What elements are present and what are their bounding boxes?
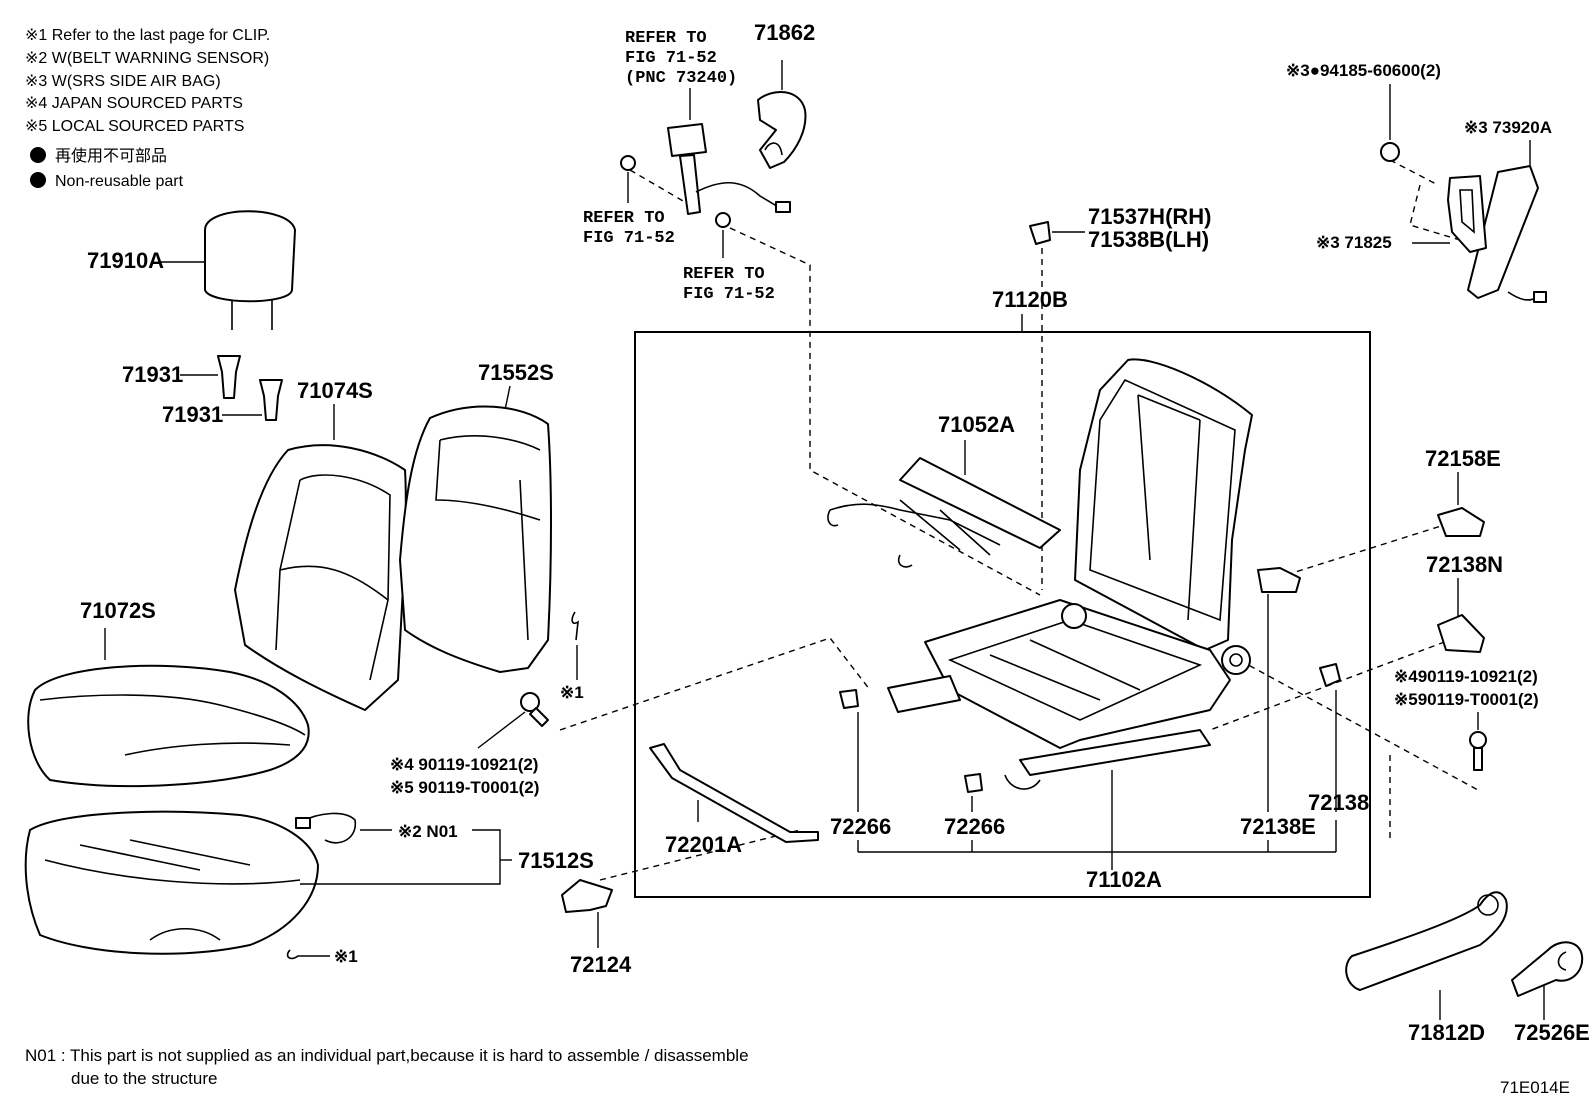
label-90119-right-b: ※590119-T0001(2) <box>1394 690 1539 709</box>
ref-top-line2: FIG 71-52 <box>625 49 717 68</box>
ref-top-line1: REFER TO <box>625 29 707 48</box>
belt-sensor-N01-part <box>295 812 356 844</box>
footer-note-line1: N01 : This part is not supplied as an in… <box>25 1046 749 1065</box>
bolt-90119-right-part <box>1469 731 1487 771</box>
dashed-guides <box>559 159 1479 881</box>
label-71120B: 71120B <box>992 287 1068 312</box>
bolt-90119-left-part <box>520 692 549 727</box>
label-71910A: 71910A <box>87 248 164 273</box>
clip-icon <box>286 949 330 960</box>
label-90119-left-a: ※4 90119-10921(2) <box>390 755 538 774</box>
spring-mat-71052A-part <box>827 457 1061 568</box>
label-N01: ※2 N01 <box>398 822 458 841</box>
label-71812D: 71812D <box>1408 1020 1485 1045</box>
label-71512S: 71512S <box>518 848 594 873</box>
nonreusable-dot-icon <box>30 147 46 163</box>
label-72138E: 72138E <box>1240 814 1316 839</box>
seat-cushion-pad-71512S-part <box>24 810 319 955</box>
label-clip-b: ※1 <box>334 947 358 966</box>
guide-72124-part <box>561 879 613 913</box>
seat-frame-71102A-part <box>887 358 1253 790</box>
label-71825: ※3 71825 <box>1316 233 1392 252</box>
footer-note-line2: due to the structure <box>71 1069 217 1088</box>
label-clip-a: ※1 <box>560 683 584 702</box>
ref-low-line2: FIG 71-52 <box>683 285 775 304</box>
connector-72138E-part <box>1257 567 1301 593</box>
seatback-cover-71074S-part <box>234 444 407 711</box>
label-72138N: 72138N <box>1426 552 1503 577</box>
cover-72158E-part <box>1437 507 1485 537</box>
label-71931-a: 71931 <box>122 362 183 387</box>
label-72266-a: 72266 <box>830 814 891 839</box>
legend-item-2: ※2 W(BELT WARNING SENSOR) <box>25 50 269 67</box>
ref-low-line1: REFER TO <box>683 265 765 284</box>
ref-mid-line1: REFER TO <box>583 209 665 228</box>
figure-code: 71E014E <box>1500 1078 1570 1097</box>
label-72526E: 72526E <box>1514 1020 1590 1045</box>
label-71862: 71862 <box>754 20 815 45</box>
label-71538B: 71538B(LH) <box>1088 227 1209 252</box>
knob-72526E-part <box>1511 941 1584 997</box>
belt-guide-71862-part <box>757 60 807 169</box>
label-71537H: 71537H(RH) <box>1088 204 1212 229</box>
legend-item-4: ※4 JAPAN SOURCED PARTS <box>25 95 243 112</box>
legend-item-1: ※1 Refer to the last page for CLIP. <box>25 27 270 44</box>
wire-72201A-part <box>649 743 819 843</box>
refer-labels: REFER TO FIG 71-52 (PNC 73240) REFER TO … <box>583 29 775 304</box>
cover-72138N-part <box>1437 614 1485 653</box>
label-72266-b: 72266 <box>944 814 1005 839</box>
label-90119-left-b: ※5 90119-T0001(2) <box>390 778 539 797</box>
legend-nonreusable-jp: 再使用不可部品 <box>55 147 167 165</box>
label-72124: 72124 <box>570 952 632 977</box>
clip-71537-part <box>1029 221 1051 245</box>
label-94185: ※3●94185-60600(2) <box>1286 61 1441 80</box>
legend-item-5: ※5 LOCAL SOURCED PARTS <box>25 118 244 135</box>
label-71052A: 71052A <box>938 412 1015 437</box>
legend-nonreusable-en: Non-reusable part <box>55 173 184 190</box>
label-71102A: 71102A <box>1086 867 1162 892</box>
clip-icon <box>571 611 579 641</box>
label-90119-right-a: ※490119-10921(2) <box>1394 667 1538 686</box>
legend-item-3: ※3 W(SRS SIDE AIR BAG) <box>25 73 221 90</box>
clip-72266-a-part <box>839 689 859 709</box>
headrest-71910A-part <box>204 210 296 330</box>
bracket-71825-part <box>1447 175 1487 253</box>
seatback-pad-71552S-part <box>399 405 552 673</box>
label-71072S: 71072S <box>80 598 156 623</box>
legend: ※1 Refer to the last page for CLIP. ※2 W… <box>25 27 270 190</box>
seat-cushion-cover-71072S-part <box>27 664 310 788</box>
sensor-72138-part <box>1319 663 1341 687</box>
label-71931-b: 71931 <box>162 402 223 427</box>
nonreusable-dot-icon <box>30 172 46 188</box>
label-71552S: 71552S <box>478 360 554 385</box>
label-72201A: 72201A <box>665 832 742 857</box>
label-72158E: 72158E <box>1425 446 1501 471</box>
side-cover-71812D-part <box>1345 891 1508 991</box>
seat-frame-assembly-box <box>634 331 1371 898</box>
label-73920A: ※3 73920A <box>1464 118 1552 137</box>
side-airbag-73920A-part <box>1467 165 1547 303</box>
label-71074S: 71074S <box>297 378 373 403</box>
clip-72266-b-part <box>964 773 983 793</box>
ref-mid-line2: FIG 71-52 <box>583 229 675 248</box>
nut-94185-icon <box>1380 142 1400 162</box>
ref-top-line3: (PNC 73240) <box>625 69 737 88</box>
headrest-support-71931-part <box>217 355 283 421</box>
label-72138: 72138 <box>1308 790 1369 815</box>
seatbelt-buckle-part <box>620 123 791 228</box>
